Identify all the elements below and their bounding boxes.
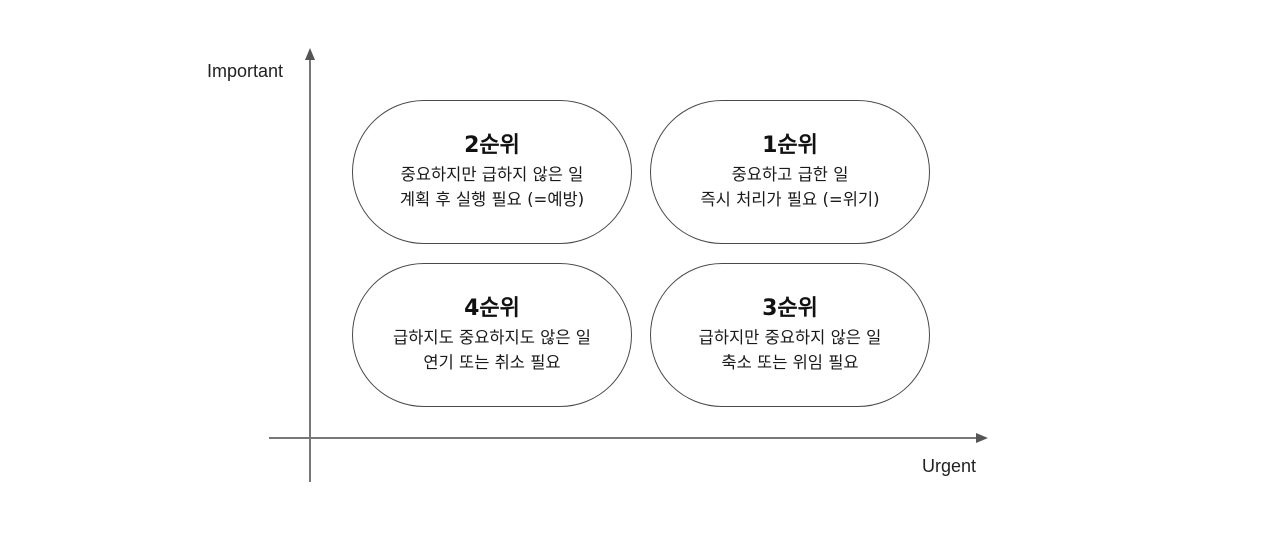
quadrant-description: 중요하고 급한 일 [731, 165, 849, 184]
quadrant-description: 급하지만 중요하지 않은 일 [698, 328, 882, 347]
y-axis [305, 48, 315, 482]
quadrant-priority-4: 4순위 급하지도 중요하지도 않은 일 연기 또는 취소 필요 [352, 263, 632, 407]
x-axis-label: Urgent [922, 456, 977, 476]
quadrant-priority-3: 3순위 급하지만 중요하지 않은 일 축소 또는 위임 필요 [650, 263, 930, 407]
quadrant-title: 1순위 [762, 133, 818, 158]
x-axis-arrow-icon [976, 433, 988, 443]
quadrant-title: 4순위 [464, 296, 520, 321]
quadrant-title: 3순위 [762, 296, 818, 321]
y-axis-label: Important [207, 61, 284, 81]
x-axis [269, 433, 988, 443]
quadrant-priority-1: 1순위 중요하고 급한 일 즉시 처리가 필요 (=위기) [650, 100, 930, 244]
quadrant-title: 2순위 [464, 133, 520, 158]
quadrant-description: 급하지도 중요하지도 않은 일 [393, 328, 591, 347]
quadrant-priority-2: 2순위 중요하지만 급하지 않은 일 계획 후 실행 필요 (=예방) [352, 100, 632, 244]
quadrant-action: 연기 또는 취소 필요 [423, 353, 561, 372]
y-axis-arrow-icon [305, 48, 315, 60]
quadrant-action: 즉시 처리가 필요 (=위기) [700, 190, 880, 209]
quadrant-action: 계획 후 실행 필요 (=예방) [399, 190, 585, 209]
quadrant-action: 축소 또는 위임 필요 [721, 353, 859, 372]
quadrant-description: 중요하지만 급하지 않은 일 [400, 165, 584, 184]
